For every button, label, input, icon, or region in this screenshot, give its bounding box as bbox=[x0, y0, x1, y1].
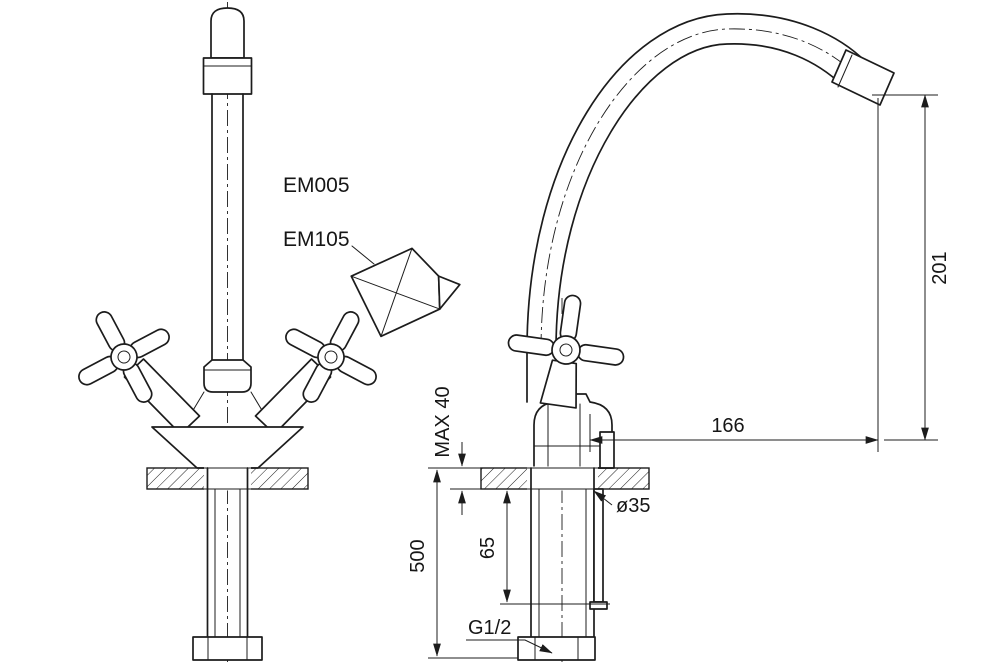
dimension-201: 201 bbox=[872, 94, 951, 441]
dim-text-500: 500 bbox=[407, 539, 429, 572]
spout-base-fitting bbox=[203, 359, 252, 393]
dimension-max40: MAX 40 bbox=[432, 386, 531, 515]
spout-cap bbox=[210, 7, 245, 59]
shank-nut-front bbox=[192, 636, 263, 661]
dimension-166: 166 bbox=[589, 98, 879, 452]
left-cross-handle bbox=[78, 311, 170, 403]
dimension-65: 65 bbox=[477, 490, 610, 605]
spout-pipe bbox=[211, 93, 244, 361]
front-view: EM005 EM105 bbox=[78, 2, 461, 662]
dimension-dia35: ø35 bbox=[593, 490, 650, 517]
dimension-500: 500 bbox=[407, 467, 518, 659]
dim-text-g12: G1/2 bbox=[468, 617, 511, 639]
side-view bbox=[480, 12, 895, 662]
stud-boss bbox=[599, 431, 615, 469]
spout-inner-curve bbox=[555, 43, 844, 351]
dim-text-max40: MAX 40 bbox=[432, 386, 454, 457]
dimensions: 166 201 MAX 40 65 500 bbox=[407, 94, 951, 659]
stud-foot bbox=[589, 601, 608, 610]
side-cross-handle bbox=[507, 294, 625, 409]
spray-head-nose bbox=[437, 275, 461, 310]
spout-outer-curve bbox=[526, 12, 867, 351]
right-cross-handle bbox=[285, 311, 377, 403]
dim-text-dia35: ø35 bbox=[616, 495, 650, 517]
mixer-body-front bbox=[151, 426, 304, 469]
shank-side bbox=[530, 467, 595, 638]
spray-head-part bbox=[350, 247, 461, 338]
label-model-em005: EM005 bbox=[283, 174, 350, 197]
spout-tip-aerator bbox=[831, 49, 895, 106]
shank-front bbox=[206, 467, 249, 638]
dim-text-166: 166 bbox=[711, 415, 744, 437]
mixer-body-side bbox=[533, 393, 613, 469]
spout-centerline-curve bbox=[540, 28, 856, 351]
dimension-g12: G1/2 bbox=[466, 617, 553, 654]
mounting-stud bbox=[593, 488, 604, 603]
label-model-em105: EM105 bbox=[283, 228, 350, 251]
spout-collar bbox=[202, 57, 253, 95]
dim-text-201: 201 bbox=[929, 251, 951, 284]
dim-text-65: 65 bbox=[477, 537, 499, 559]
model-leader-line bbox=[351, 245, 375, 265]
shank-nut-side bbox=[517, 636, 596, 661]
